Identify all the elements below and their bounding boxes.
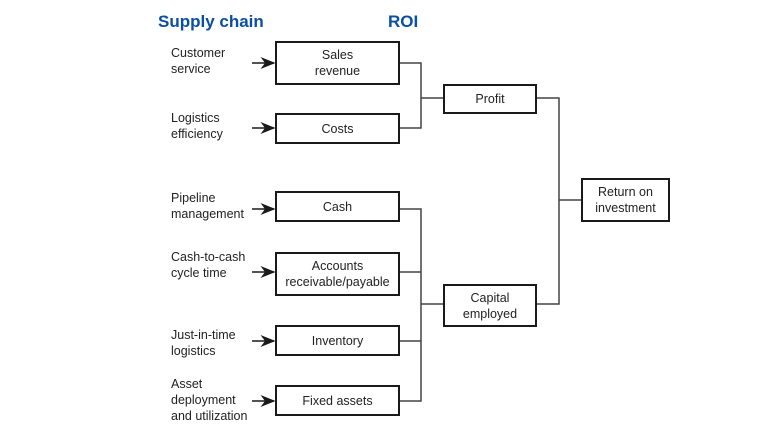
box-profit: Profit <box>443 84 537 114</box>
box-inventory: Inventory <box>275 325 400 356</box>
driver-customer-service: Customer service <box>171 45 225 77</box>
driver-text: Cash-to-cash <box>171 250 246 264</box>
box-text: revenue <box>314 64 361 78</box>
box-text: Sales <box>321 48 354 62</box>
driver-text: Logistics <box>171 111 220 125</box>
box-text: investment <box>595 201 656 215</box>
box-text: Inventory <box>311 333 364 348</box>
driver-text: Asset <box>171 377 203 391</box>
driver-text: efficiency <box>171 127 223 141</box>
driver-text: deployment <box>171 393 236 407</box>
box-sales-revenue: Sales revenue <box>275 41 400 85</box>
driver-text: cycle time <box>171 266 227 280</box>
box-text: Accounts <box>311 259 364 273</box>
driver-logistics-efficiency: Logistics efficiency <box>171 110 223 142</box>
box-accounts-receivable-payable: Accounts receivable/payable <box>275 252 400 296</box>
box-return-on-investment: Return on investment <box>581 178 670 222</box>
driver-text: Customer <box>171 46 226 60</box>
box-text: Cash <box>322 199 353 214</box>
driver-text: Just-in-time <box>171 328 236 342</box>
box-text: employed <box>462 306 518 321</box>
driver-text: logistics <box>171 344 216 358</box>
connector-capital <box>400 208 422 402</box>
connector-profit <box>400 62 422 129</box>
driver-just-in-time: Just-in-time logistics <box>171 327 236 359</box>
driver-pipeline-management: Pipeline management <box>171 190 244 222</box>
supply-chain-heading: Supply chain <box>158 12 264 31</box>
driver-text: service <box>171 62 211 76</box>
driver-cash-to-cash: Cash-to-cash cycle time <box>171 249 245 281</box>
box-text: receivable/payable <box>285 275 390 289</box>
roi-heading: ROI <box>388 12 419 31</box>
box-text: Capital <box>470 290 510 305</box>
connector-roi <box>537 97 560 305</box>
box-cash: Cash <box>275 191 400 222</box>
driver-text: and utilization <box>171 409 248 423</box>
box-fixed-assets: Fixed assets <box>275 385 400 416</box>
box-costs: Costs <box>275 113 400 144</box>
driver-asset-deployment: Asset deployment and utilization <box>171 376 247 424</box>
driver-text: Pipeline <box>171 191 216 205</box>
box-text: Fixed assets <box>302 393 373 408</box>
driver-text: management <box>171 207 244 221</box>
box-text: Return on <box>598 185 653 199</box>
box-text: Profit <box>475 92 505 106</box>
box-text: Costs <box>321 121 354 136</box>
